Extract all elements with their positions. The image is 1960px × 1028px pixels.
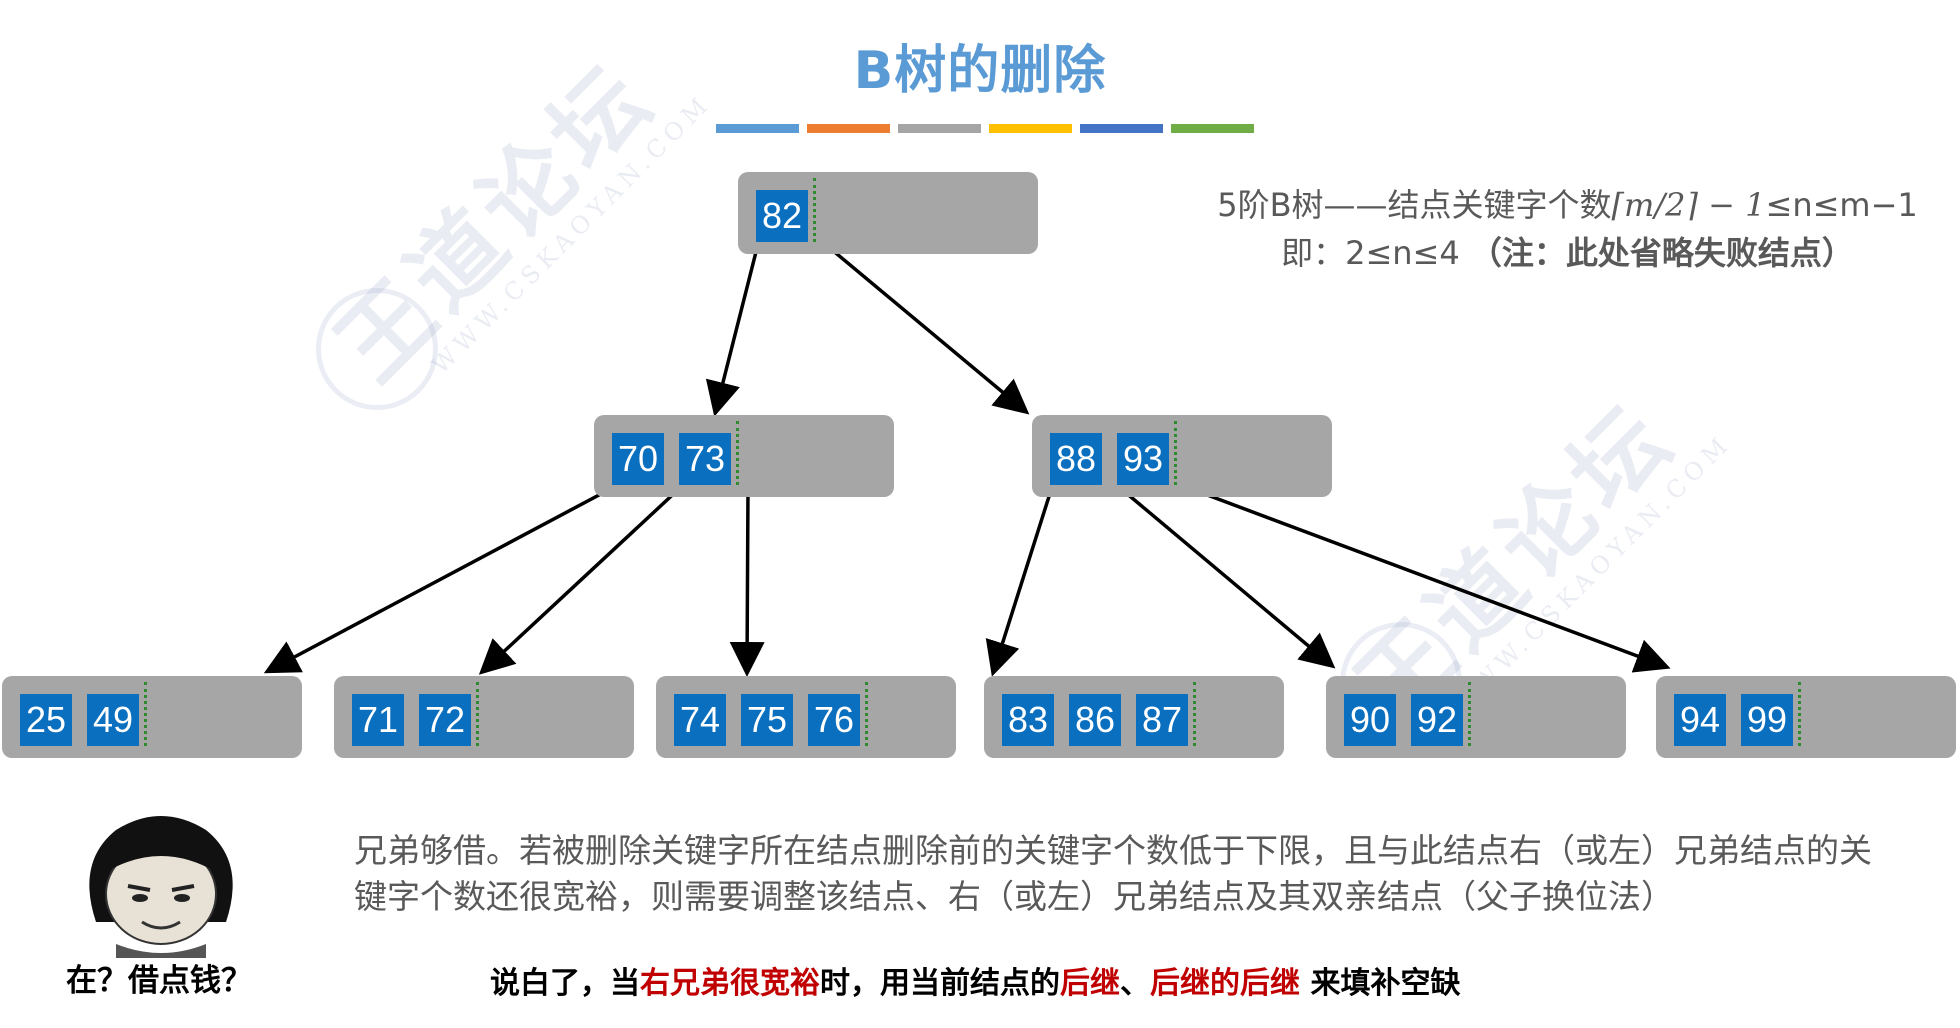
leaf-node: 74 75 76 (656, 676, 956, 758)
key-99: 99 (1741, 694, 1793, 746)
tree-edge-arrow (823, 242, 1030, 415)
key-74: 74 (674, 694, 726, 746)
key-70: 70 (612, 433, 664, 485)
internal-node: 88 93 (1032, 415, 1332, 497)
tree-edge-arrow (1185, 485, 1671, 673)
summary-text: 来填补空缺 (1300, 966, 1461, 1001)
leaf-node: 83 86 87 (984, 676, 1284, 758)
order-note: 5阶B树——结点关键字个数⌈m/2⌉ − 1≤n≤m−1 (1200, 180, 1935, 226)
range-note-text: 即：2≤n≤4 (1281, 234, 1460, 272)
key-separator (144, 682, 147, 746)
key-separator (1174, 421, 1177, 485)
summary-line: 说白了，当右兄弟很宽裕时，用当前结点的后继、后继的后继 来填补空缺 (490, 958, 1460, 1002)
key-49: 49 (87, 694, 139, 746)
tree-edge-arrow (729, 486, 765, 677)
key-75: 75 (741, 694, 793, 746)
internal-node: 70 73 (594, 415, 894, 497)
order-note-text: 5阶B树——结点关键字个数 (1217, 186, 1612, 224)
leaf-node: 94 99 (1656, 676, 1956, 758)
key-72: 72 (419, 694, 471, 746)
color-segment (807, 124, 890, 133)
key-separator (476, 682, 479, 746)
key-92: 92 (1411, 694, 1463, 746)
tree-edge-arrow (263, 485, 615, 674)
summary-text: 时，用当前结点的 (820, 966, 1060, 1001)
key-separator (865, 682, 868, 746)
summary-text: 、 (1120, 966, 1150, 1001)
key-separator (1193, 682, 1196, 746)
key-86: 86 (1069, 694, 1121, 746)
page-title: B树的删除 (853, 41, 1107, 101)
order-note-formula: ⌈m/2⌉ − 1 (1611, 186, 1766, 224)
tree-edge-arrow (985, 486, 1054, 677)
color-segment (1171, 124, 1254, 133)
key-90: 90 (1344, 694, 1396, 746)
key-73: 73 (679, 433, 731, 485)
key-separator (736, 421, 739, 485)
key-82: 82 (756, 190, 808, 242)
summary-highlight: 后继 (1060, 966, 1120, 1001)
color-segment (989, 124, 1072, 133)
key-87: 87 (1136, 694, 1188, 746)
leaf-node: 25 49 (2, 676, 302, 758)
key-separator (1468, 682, 1471, 746)
key-separator (1798, 682, 1801, 746)
omit-failure-note: （注：此处省略失败结点） (1469, 234, 1854, 272)
color-segment (716, 124, 799, 133)
tree-edge-arrow (1117, 485, 1336, 669)
key-83: 83 (1002, 694, 1054, 746)
key-25: 25 (20, 694, 72, 746)
key-separator (813, 178, 816, 242)
leaf-node: 90 92 (1326, 676, 1626, 758)
tree-edge-arrow (478, 485, 683, 675)
meme-caption: 在？借点钱？ (66, 963, 252, 999)
range-note: 即：2≤n≤4 （注：此处省略失败结点） (1200, 228, 1935, 274)
key-93: 93 (1117, 433, 1169, 485)
leaf-node: 71 72 (334, 676, 634, 758)
key-88: 88 (1050, 433, 1102, 485)
color-bar (716, 124, 1254, 133)
order-note-range: ≤n≤m−1 (1765, 186, 1918, 224)
summary-highlight: 右兄弟很宽裕 (640, 966, 820, 1001)
borrow-description: 兄弟够借。若被删除关键字所在结点删除前的关键字个数低于下限，且与此结点右（或左）… (354, 831, 1872, 916)
key-94: 94 (1674, 694, 1726, 746)
color-segment (898, 124, 981, 133)
summary-text: 说白了，当 (490, 966, 640, 1001)
summary-highlight: 后继的后继 (1150, 966, 1300, 1001)
color-segment (1080, 124, 1163, 133)
key-76: 76 (808, 694, 860, 746)
meme-face-icon (56, 802, 266, 958)
key-71: 71 (352, 694, 404, 746)
root-node: 82 (738, 172, 1038, 254)
tree-edge-arrow (705, 243, 760, 417)
